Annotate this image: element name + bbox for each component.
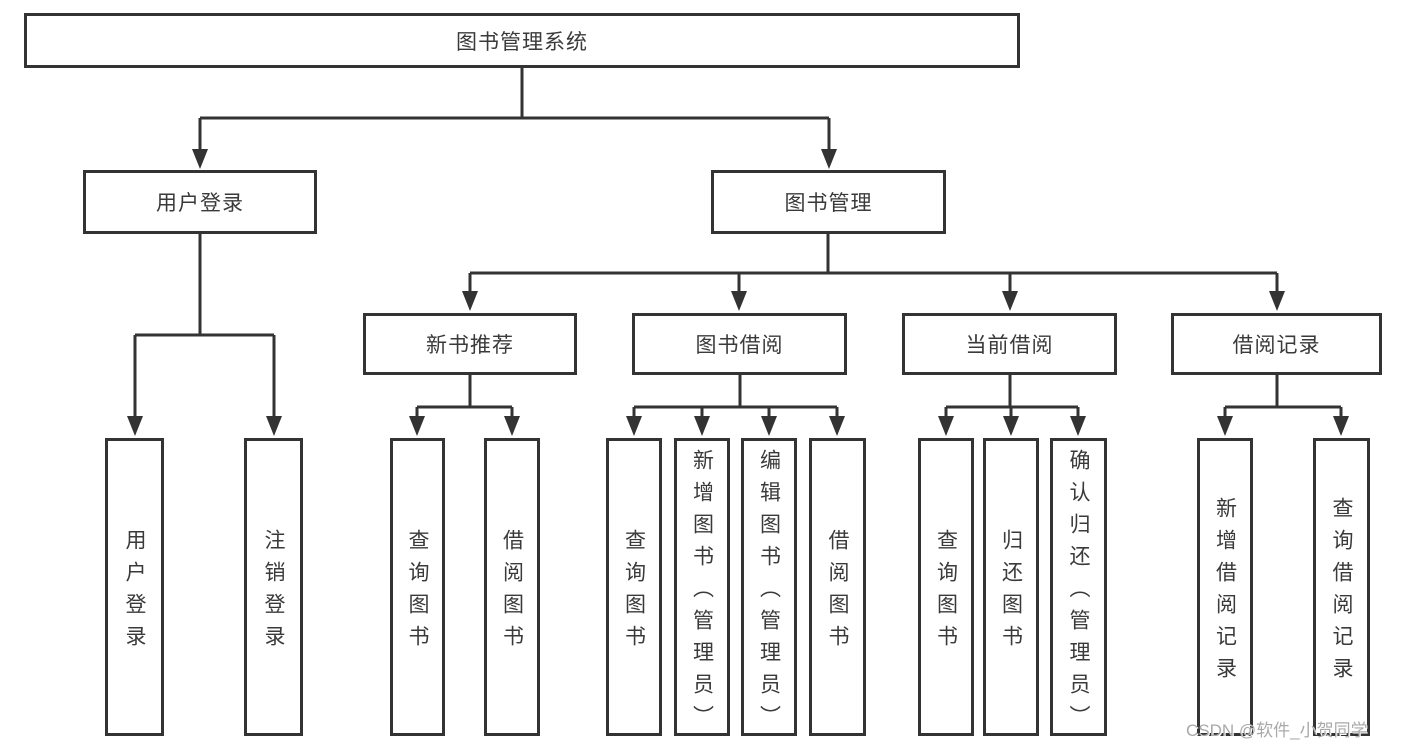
node-label: 归还图书 bbox=[999, 528, 1023, 657]
node-borrow-books-recommend: 借阅图书 bbox=[484, 438, 540, 736]
node-label: 注销登录 bbox=[262, 528, 285, 657]
node-label: 图书管理 bbox=[784, 192, 873, 215]
node-add-borrow-record: 新增借阅记录 bbox=[1197, 438, 1253, 736]
node-label: 查询图书 bbox=[406, 528, 429, 657]
csdn-watermark: CSDN @软件_小贺同学 bbox=[1186, 721, 1368, 740]
node-add-book-admin: 新增图书（管理员） bbox=[674, 438, 730, 737]
node-query-books-current: 查询图书 bbox=[918, 438, 974, 736]
node-logout: 注销登录 bbox=[244, 438, 303, 736]
node-label: 借阅图书 bbox=[500, 528, 524, 657]
node-borrow-books: 借阅图书 bbox=[809, 438, 866, 736]
node-new-book-recommend: 新书推荐 bbox=[363, 313, 577, 375]
node-current-borrowing: 当前借阅 bbox=[902, 313, 1117, 375]
node-label: 用户登录 bbox=[156, 192, 244, 215]
node-label: 新增图书（管理员） bbox=[690, 448, 714, 737]
node-user-login: 用户登录 bbox=[83, 170, 317, 234]
node-query-books-borrow: 查询图书 bbox=[606, 438, 662, 736]
node-label: 借阅记录 bbox=[1232, 334, 1321, 357]
node-label: 查询图书 bbox=[934, 528, 958, 657]
node-confirm-return-admin: 确认归还（管理员） bbox=[1050, 438, 1107, 737]
node-label: 新增借阅记录 bbox=[1213, 496, 1237, 689]
node-label: 图书借阅 bbox=[695, 334, 784, 357]
node-query-books-recommend: 查询图书 bbox=[390, 438, 445, 736]
node-label: 查询图书 bbox=[622, 528, 646, 657]
node-label: 借阅图书 bbox=[826, 528, 849, 657]
node-label: 图书管理系统 bbox=[456, 30, 588, 54]
node-library-management-system: 图书管理系统 bbox=[24, 13, 1020, 68]
node-book-management: 图书管理 bbox=[711, 170, 946, 234]
node-edit-book-admin: 编辑图书（管理员） bbox=[741, 438, 797, 737]
node-label: 确认归还（管理员） bbox=[1067, 448, 1090, 737]
node-borrowing-records: 借阅记录 bbox=[1171, 313, 1382, 375]
arrowheads bbox=[127, 149, 1349, 436]
node-label: 编辑图书（管理员） bbox=[757, 448, 781, 737]
node-label: 查询借阅记录 bbox=[1330, 496, 1353, 689]
node-label: 用户登录 bbox=[123, 528, 146, 657]
node-return-book: 归还图书 bbox=[983, 438, 1039, 736]
node-book-borrowing: 图书借阅 bbox=[632, 313, 847, 375]
node-label: 新书推荐 bbox=[426, 334, 514, 357]
node-query-borrow-record: 查询借阅记录 bbox=[1313, 438, 1370, 736]
node-label: 当前借阅 bbox=[965, 334, 1054, 357]
node-user-login-action: 用户登录 bbox=[105, 438, 164, 736]
